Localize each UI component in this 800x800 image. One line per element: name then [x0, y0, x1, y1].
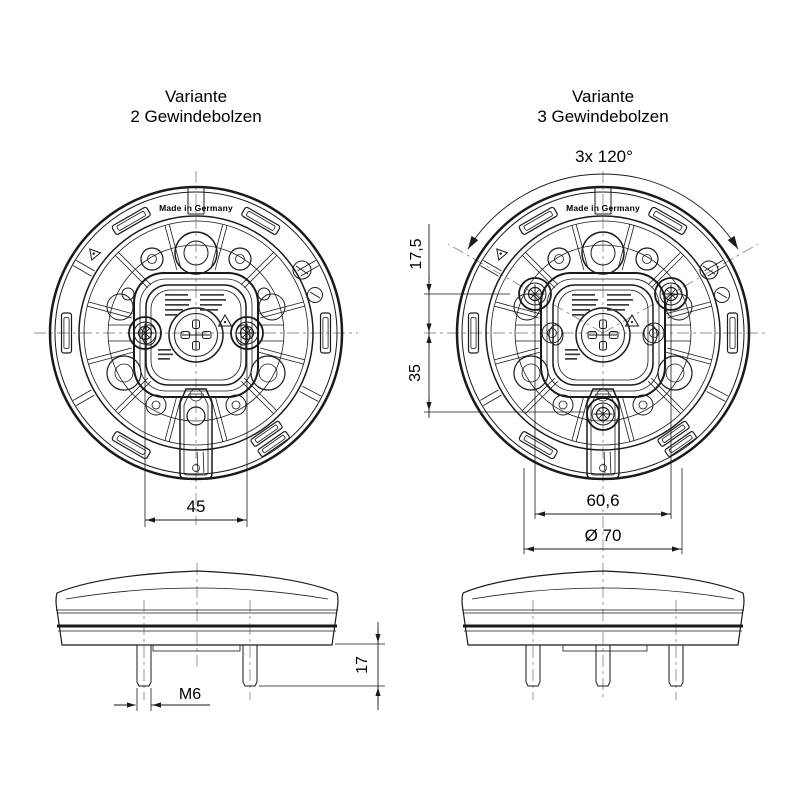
made-in-germany-label-right: Made in Germany	[566, 203, 640, 213]
right-variant-title-line2: 3 Gewindebolzen	[537, 107, 668, 126]
dim-17-label: 17	[354, 656, 371, 674]
dim-70-label: Ø 70	[585, 526, 622, 545]
dim-70: Ø 70	[523, 468, 683, 554]
dim-35-label: 35	[407, 364, 424, 382]
dim-60-6-label: 60,6	[586, 491, 619, 510]
right-variant-title-line1: Variante	[572, 87, 634, 106]
dim-17: 17	[259, 622, 385, 710]
dim-17-5-label: 17,5	[408, 238, 425, 269]
dim-m6: M6	[114, 686, 210, 711]
rear-view-2-bolt: Made in Germany 45	[34, 171, 358, 527]
left-variant-title-line1: Variante	[165, 87, 227, 106]
dim-60-6: 60,6	[534, 300, 672, 519]
dim-45-label: 45	[187, 497, 206, 516]
dim-17-5: 17,5 35	[407, 224, 585, 418]
left-variant-title-line2: 2 Gewindebolzen	[130, 107, 261, 126]
side-view-3-bolt	[460, 563, 746, 700]
rear-view-3-bolt: Made in Germany 3x 120° 17,5 35	[407, 147, 765, 558]
side-view-2-bolt: M6 17	[54, 563, 385, 711]
dim-3x120: 3x 120°	[467, 147, 739, 250]
made-in-germany-label-left: Made in Germany	[159, 203, 233, 213]
dim-m6-label: M6	[179, 686, 201, 703]
dim-3x120-label: 3x 120°	[575, 147, 633, 166]
dim-45: 45	[144, 338, 248, 527]
